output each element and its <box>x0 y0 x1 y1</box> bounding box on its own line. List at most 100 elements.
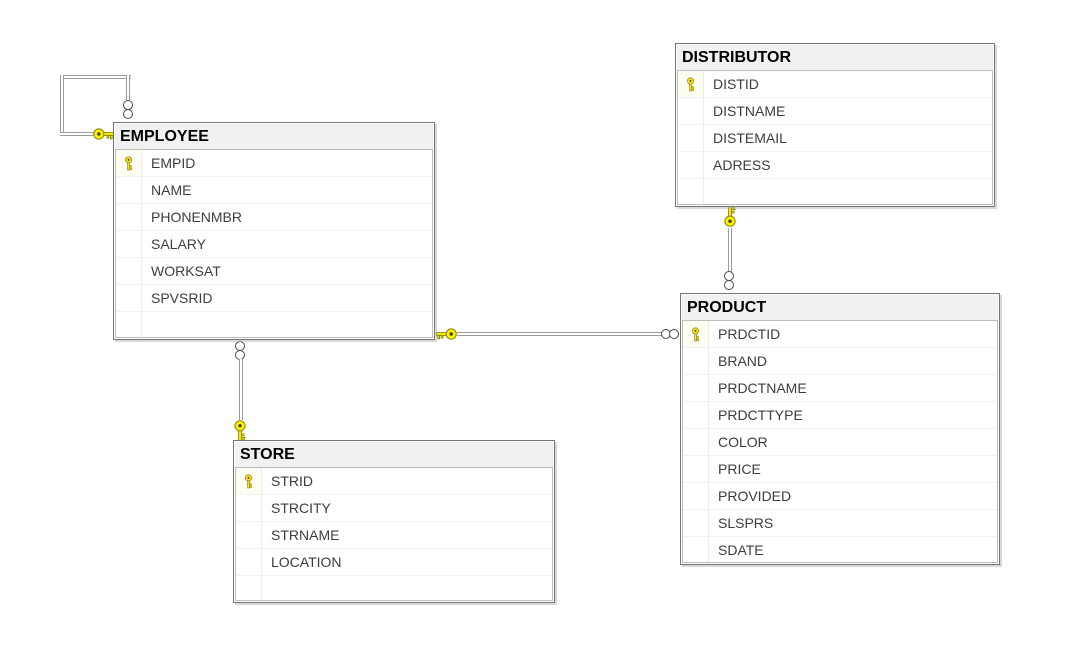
table-columns: EMPID NAME PHONENMBR SALARY WORKSAT SPVS… <box>115 149 433 338</box>
column-row[interactable]: PROVIDED <box>683 483 997 510</box>
column-name: PHONENMBR <box>151 209 243 225</box>
column-row[interactable]: DISTID <box>678 71 992 98</box>
column-name: SPVSRID <box>151 290 213 306</box>
table-distributor[interactable]: DISTRIBUTOR DISTID DISTNAME <box>675 43 995 207</box>
key-cell <box>116 177 142 203</box>
key-cell <box>683 510 709 536</box>
primary-key-cell <box>116 150 142 176</box>
primary-key-icon <box>687 76 695 91</box>
primary-key-icon <box>125 155 133 170</box>
column-row[interactable]: PRICE <box>683 456 997 483</box>
key-cell <box>116 204 142 230</box>
column-row[interactable]: WORKSAT <box>116 258 432 285</box>
key-cell <box>116 312 142 337</box>
column-name: EMPID <box>151 155 196 171</box>
key-cell <box>683 456 709 482</box>
empty-column-row[interactable] <box>236 576 552 600</box>
key-cell <box>683 375 709 401</box>
key-cell <box>236 549 262 575</box>
primary-key-icon <box>692 326 700 341</box>
column-name: DISTEMAIL <box>713 130 787 146</box>
empty-column-row[interactable] <box>116 312 432 337</box>
column-name <box>704 179 992 204</box>
relationship-line[interactable] <box>60 75 64 136</box>
column-row[interactable]: STRID <box>236 468 552 495</box>
key-cell <box>236 576 262 600</box>
key-cell <box>683 429 709 455</box>
table-title[interactable]: EMPLOYEE <box>115 124 433 149</box>
column-row[interactable]: DISTNAME <box>678 98 992 125</box>
column-row[interactable]: STRNAME <box>236 522 552 549</box>
column-name: LOCATION <box>271 554 342 570</box>
column-name: SDATE <box>718 542 764 558</box>
many-end-icon <box>669 329 679 339</box>
column-row[interactable]: STRCITY <box>236 495 552 522</box>
table-columns: DISTID DISTNAME DISTEMAIL ADRESS <box>677 70 993 205</box>
column-name: STRID <box>271 473 313 489</box>
primary-key-icon <box>245 473 253 488</box>
table-columns: PRDCTID BRAND PRDCTNAME PRDCTTYPE COLOR … <box>682 320 998 563</box>
key-cell <box>116 258 142 284</box>
table-product[interactable]: PRODUCT PRDCTID BRAND <box>680 293 1000 565</box>
column-row[interactable]: COLOR <box>683 429 997 456</box>
column-row[interactable]: PRDCTTYPE <box>683 402 997 429</box>
column-row[interactable]: DISTEMAIL <box>678 125 992 152</box>
column-row[interactable]: SPVSRID <box>116 285 432 312</box>
column-name: WORKSAT <box>151 263 221 279</box>
column-name: PROVIDED <box>718 488 792 504</box>
key-end-icon <box>724 206 736 227</box>
key-cell <box>683 537 709 562</box>
column-row[interactable]: SDATE <box>683 537 997 562</box>
table-title[interactable]: PRODUCT <box>682 295 998 320</box>
relationship-line[interactable] <box>60 75 131 79</box>
column-row[interactable]: PRDCTID <box>683 321 997 348</box>
many-end-icon <box>724 280 734 290</box>
key-cell <box>678 179 704 204</box>
column-row[interactable]: SLSPRS <box>683 510 997 537</box>
column-name: DISTID <box>713 76 759 92</box>
key-cell <box>683 483 709 509</box>
relationship-line[interactable] <box>239 359 243 420</box>
key-end-icon <box>93 128 114 140</box>
primary-key-cell <box>236 468 262 494</box>
key-cell <box>683 402 709 428</box>
relationship-line[interactable] <box>728 228 732 272</box>
column-row[interactable]: PHONENMBR <box>116 204 432 231</box>
key-cell <box>678 125 704 151</box>
column-row[interactable]: SALARY <box>116 231 432 258</box>
column-row[interactable]: PRDCTNAME <box>683 375 997 402</box>
column-row[interactable]: LOCATION <box>236 549 552 576</box>
table-title[interactable]: STORE <box>235 442 553 467</box>
column-name: DISTNAME <box>713 103 786 119</box>
relationship-line[interactable] <box>457 332 662 336</box>
column-name: PRDCTNAME <box>718 380 807 396</box>
key-cell <box>678 152 704 178</box>
column-name <box>142 312 432 337</box>
empty-column-row[interactable] <box>678 179 992 204</box>
key-cell <box>678 98 704 124</box>
column-name: STRNAME <box>271 527 340 543</box>
column-name: SLSPRS <box>718 515 774 531</box>
table-title[interactable]: DISTRIBUTOR <box>677 45 993 70</box>
column-row[interactable]: ADRESS <box>678 152 992 179</box>
column-name: NAME <box>151 182 192 198</box>
column-name: STRCITY <box>271 500 331 516</box>
primary-key-cell <box>678 71 704 97</box>
column-name <box>262 576 552 600</box>
key-cell <box>116 285 142 311</box>
key-cell <box>116 231 142 257</box>
table-employee[interactable]: EMPLOYEE EMPID NAME <box>113 122 435 340</box>
key-end-icon <box>436 328 457 340</box>
column-name: COLOR <box>718 434 768 450</box>
relationship-line[interactable] <box>126 75 130 102</box>
key-end-icon <box>234 420 246 441</box>
table-store[interactable]: STORE STRID STRCITY <box>233 440 555 603</box>
column-name: PRICE <box>718 461 761 477</box>
column-row[interactable]: EMPID <box>116 150 432 177</box>
column-name: PRDCTTYPE <box>718 407 803 423</box>
primary-key-cell <box>683 321 709 347</box>
column-row[interactable]: NAME <box>116 177 432 204</box>
column-row[interactable]: BRAND <box>683 348 997 375</box>
relationship-line[interactable] <box>60 132 94 136</box>
